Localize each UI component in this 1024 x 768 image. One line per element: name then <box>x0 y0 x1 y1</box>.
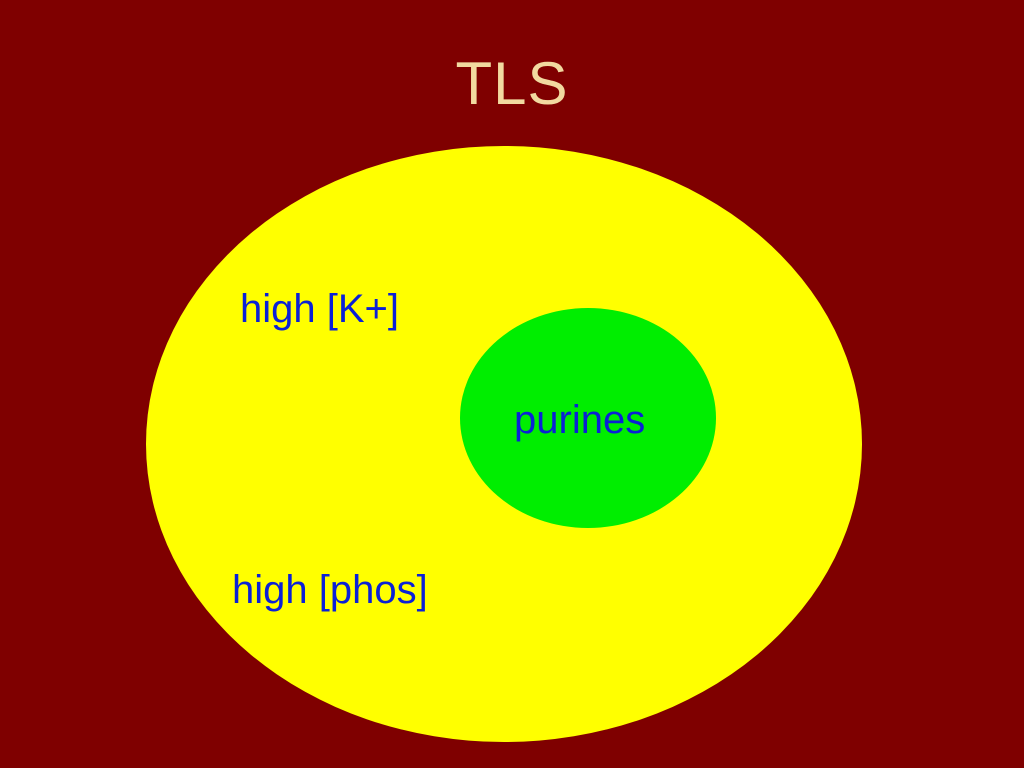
outer-region-bottom-label: high [phos] <box>232 568 428 612</box>
slide-title: TLS <box>455 50 569 117</box>
outer-region-top-label: high [K+] <box>240 287 400 331</box>
inner-region <box>460 308 716 528</box>
inner-region-label: purines <box>514 398 646 442</box>
